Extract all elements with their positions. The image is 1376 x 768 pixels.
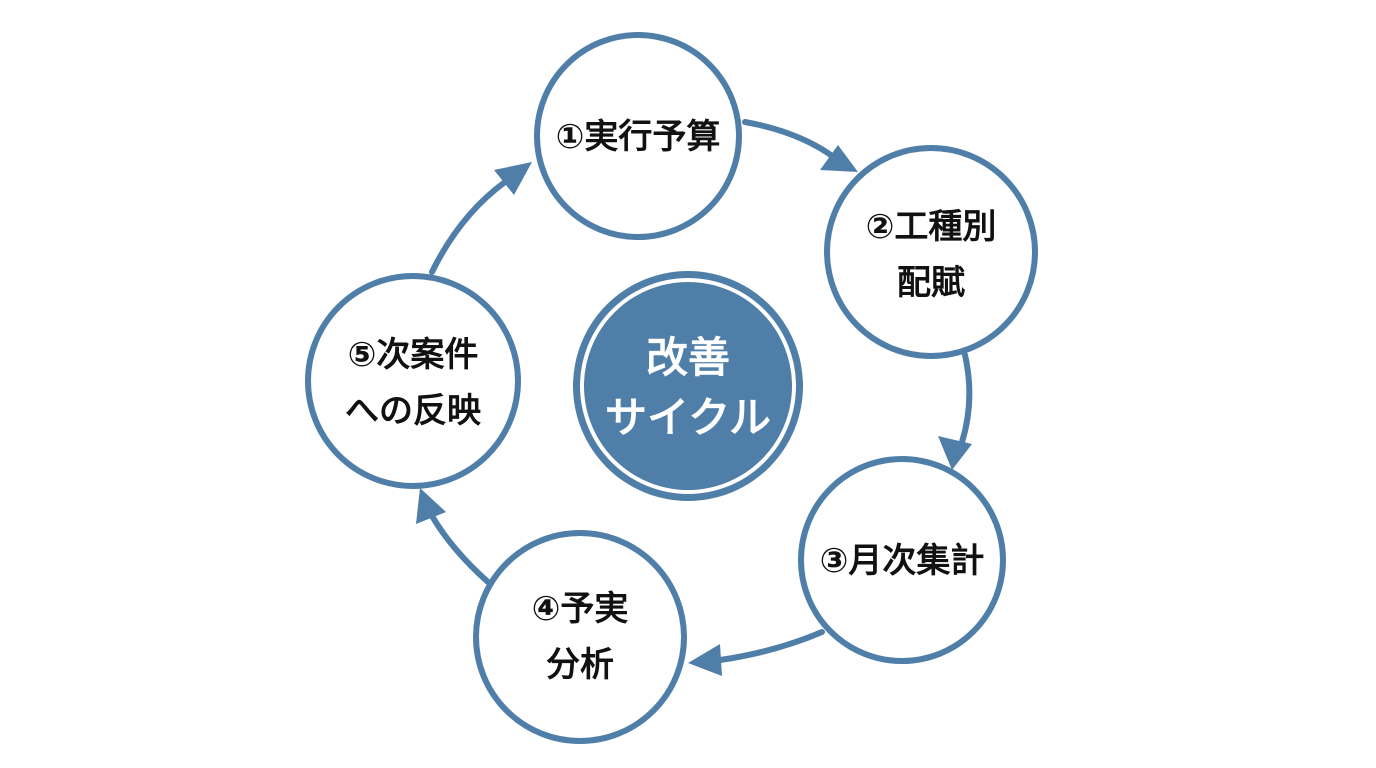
step-label-analysis-line-2: 分析 <box>546 645 614 685</box>
step-label-budget: ①実行予算 <box>556 117 721 157</box>
center-node: 改善 サイクル <box>573 271 803 501</box>
center-inner-ring <box>580 278 796 494</box>
arrow-monthly-to-analysis <box>688 629 825 676</box>
center-outer-disc <box>573 271 803 501</box>
arrow-feedback-to-budget <box>429 162 532 275</box>
step-node-budget: ①実行予算 <box>534 32 742 240</box>
step-label-allocation-line-1: ②工種別 <box>866 207 997 247</box>
cycle-arrows <box>416 119 973 676</box>
arrow-allocation-to-monthly <box>938 352 973 470</box>
arrow-budget-to-allocation <box>742 119 858 172</box>
step-node-analysis: ④予実 分析 <box>473 530 687 744</box>
step-label-feedback-line-2: への反映 <box>345 391 481 431</box>
center-label-line-1: 改善 <box>646 333 730 382</box>
step-node-feedback: ⑤次案件 への反映 <box>305 273 521 489</box>
step-node-monthly: ③月次集計 <box>798 456 1006 664</box>
step-label-allocation-line-2: 配賦 <box>897 263 965 303</box>
step-label-analysis-line-1: ④予実 <box>532 589 629 629</box>
center-label-line-2: サイクル <box>605 393 771 442</box>
step-label-feedback-line-1: ⑤次案件 <box>348 335 479 375</box>
arrow-analysis-to-feedback <box>416 488 491 585</box>
step-node-allocation: ②工種別 配賦 <box>824 145 1038 359</box>
step-label-monthly: ③月次集計 <box>820 541 985 581</box>
